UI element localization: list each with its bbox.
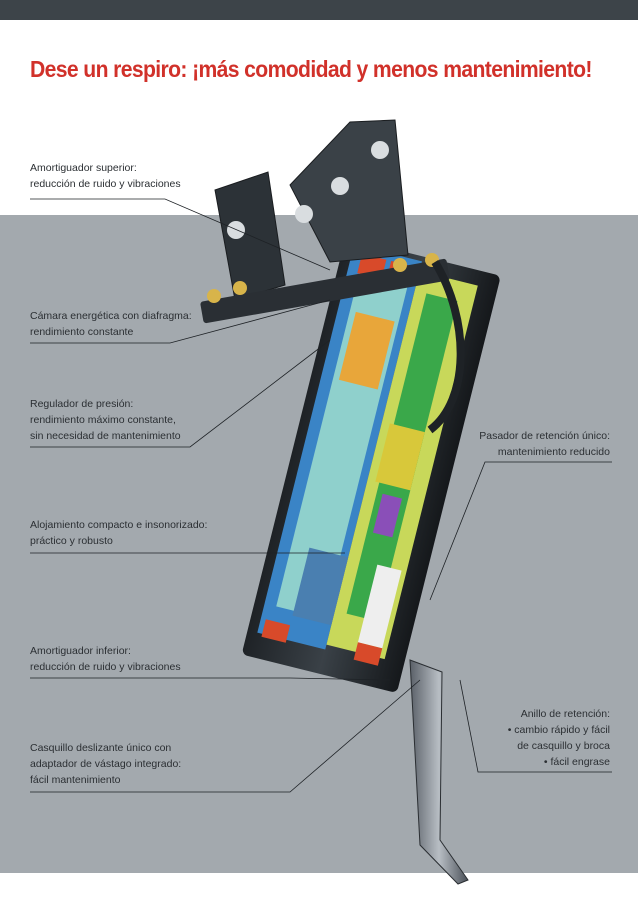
label-retaining-pin-desc: mantenimiento reducido [497,446,610,458]
label-upper-damper-desc: reducción de ruido y vibraciones [30,178,181,190]
label-housing-title: Alojamiento compacto e insonorizado: [30,519,208,531]
label-retaining-ring-item-1-cont: de casquillo y broca [517,740,610,752]
label-retaining-ring-item-2: • fácil engrase [543,756,610,768]
page-title: Dese un respiro: ¡más comodidad y menos … [30,56,592,82]
label-pressure-regulator-desc-2: sin necesidad de mantenimiento [30,430,181,442]
label-pressure-regulator-title: Regulador de presión: [30,398,134,410]
label-upper-damper-title: Amortiguador superior: [30,162,137,174]
hammer-housing [242,238,500,692]
label-lower-damper-title: Amortiguador inferior: [30,645,131,657]
hydraulic-hose [427,259,465,434]
label-sliding-bushing-line-1: Casquillo deslizante único con [30,742,172,754]
label-sliding-bushing: Casquillo deslizante único con adaptador… [30,740,181,788]
label-lower-damper-desc: reducción de ruido y vibraciones [30,661,181,673]
label-energy-chamber: Cámara energética con diafragma: rendimi… [30,308,192,340]
label-lower-damper: Amortiguador inferior: reducción de ruid… [30,643,181,675]
label-housing: Alojamiento compacto e insonorizado: prá… [30,517,207,549]
mounting-bracket [200,119,450,324]
top-bar [0,0,638,20]
label-energy-chamber-title: Cámara energética con diafragma: [30,310,192,322]
label-housing-desc: práctico y robusto [30,535,113,547]
leader-lines [30,198,612,793]
label-pressure-regulator-desc-1: rendimiento máximo constante, [30,414,176,426]
label-upper-damper: Amortiguador superior: reducción de ruid… [30,160,181,192]
label-sliding-bushing-line-2: adaptador de vástago integrado: [30,758,182,770]
label-sliding-bushing-line-3: fácil mantenimiento [30,774,121,786]
chisel-tool [409,659,469,885]
label-retaining-ring-title: Anillo de retención: [520,708,610,720]
label-retaining-ring: Anillo de retención: • cambio rápido y f… [508,706,610,770]
label-pressure-regulator: Regulador de presión: rendimiento máximo… [30,396,181,444]
label-retaining-ring-item-1: • cambio rápido y fácil [507,724,610,736]
label-retaining-pin-title: Pasador de retención único: [479,430,610,442]
label-energy-chamber-desc: rendimiento constante [30,326,134,338]
label-retaining-pin: Pasador de retención único: mantenimient… [479,428,610,460]
